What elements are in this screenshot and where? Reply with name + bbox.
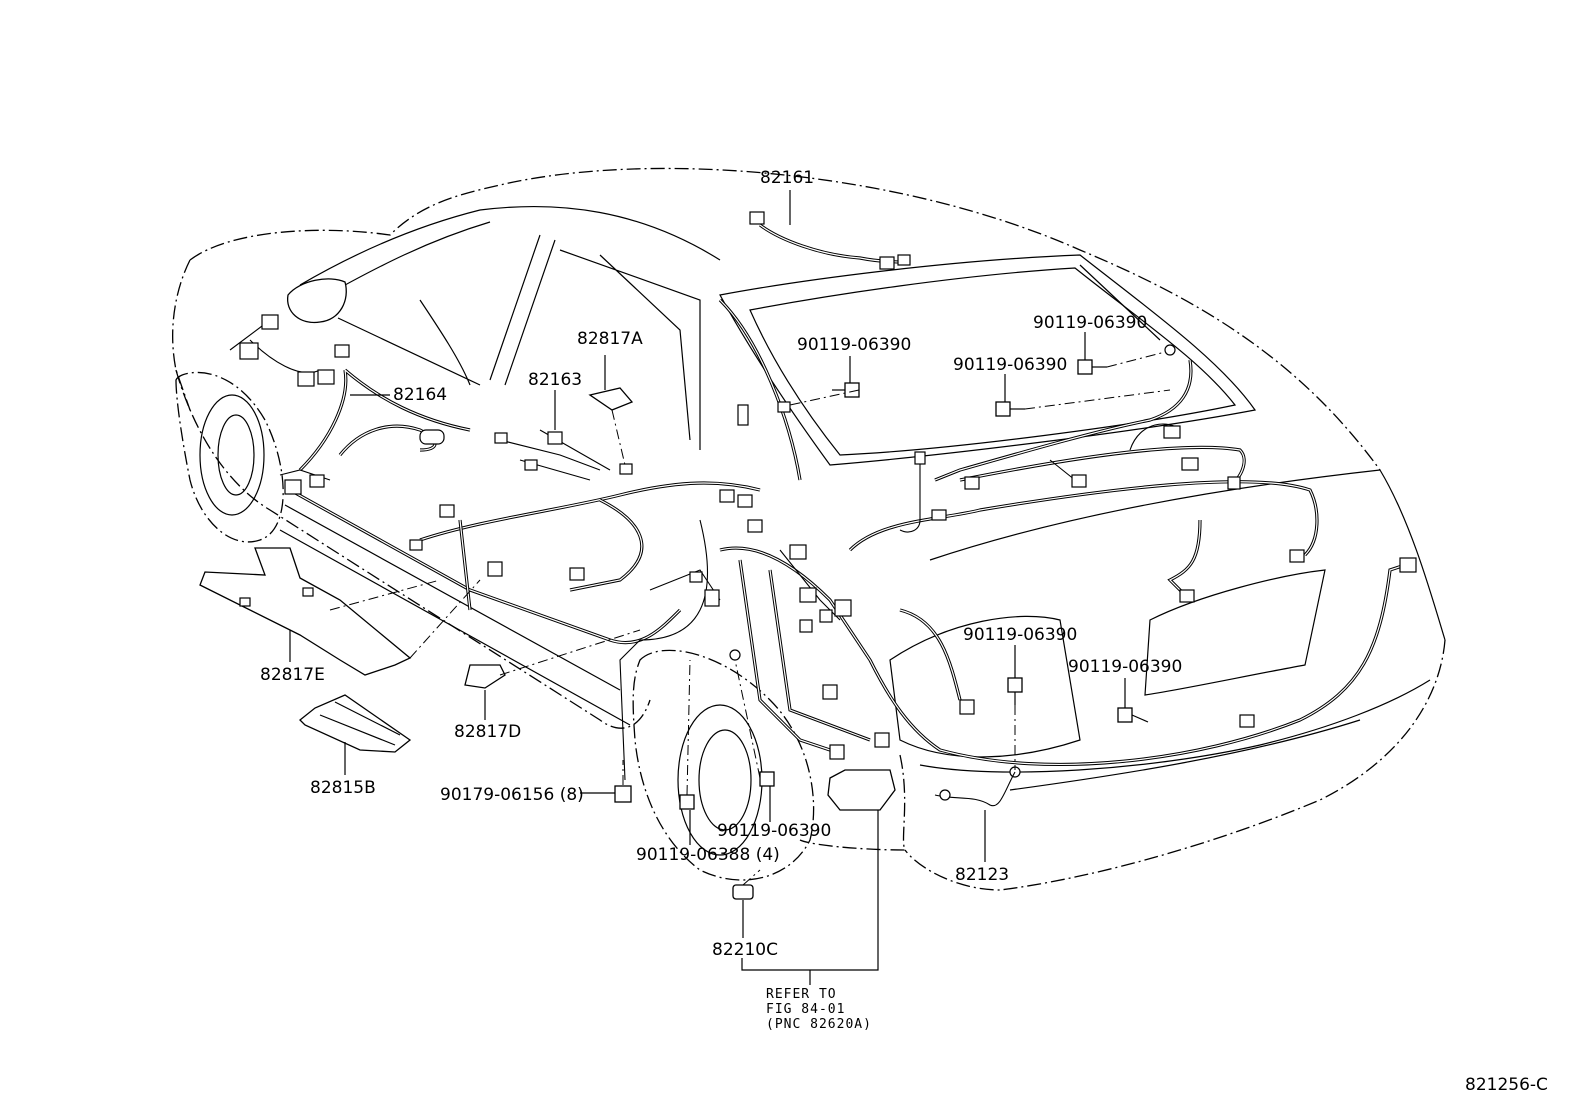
- label-90179-06156: 90179-06156 (8): [440, 785, 584, 805]
- label-90119-06390-roof-right: 90119-06390: [1033, 313, 1147, 333]
- refer-note-line1: REFER TO: [766, 987, 837, 1002]
- part-82817D-clip: [464, 664, 506, 689]
- roof-harness: [718, 223, 1246, 533]
- part-82815B-bracket: [299, 694, 412, 753]
- label-90119-06388: 90119-06388 (4): [636, 845, 780, 865]
- figure-id: 821256-C: [1465, 1075, 1548, 1095]
- car-body-outline: [172, 167, 1446, 891]
- part-labels: 82161 82817A 82163 82164 82817E 82815B 8…: [260, 168, 1182, 960]
- connectors: [239, 211, 1417, 778]
- label-82164: 82164: [393, 385, 447, 405]
- rear-harness: [619, 480, 1406, 781]
- label-82817A: 82817A: [577, 329, 643, 349]
- part-82817E-bracket: [199, 547, 412, 676]
- refer-note-line2: FIG 84-01: [766, 1002, 845, 1017]
- leader-lines: [289, 190, 1161, 985]
- label-82817D: 82817D: [454, 722, 521, 742]
- label-90119-06390-bumper: 90119-06390: [1068, 657, 1182, 677]
- label-82817E: 82817E: [260, 665, 325, 685]
- label-82161: 82161: [760, 168, 814, 188]
- label-90119-06390-roof-left: 90119-06390: [797, 335, 911, 355]
- label-82210C: 82210C: [712, 940, 778, 960]
- label-82163: 82163: [528, 370, 582, 390]
- label-82123: 82123: [955, 865, 1009, 885]
- refer-note-line3: (PNC 82620A): [766, 1017, 872, 1032]
- refer-note: REFER TO FIG 84-01 (PNC 82620A): [766, 987, 872, 1032]
- label-90119-06390-tail: 90119-06390: [963, 625, 1077, 645]
- label-90119-06390-roof-mid: 90119-06390: [953, 355, 1067, 375]
- part-82817A-clip: [588, 387, 634, 411]
- assembly-lines: [329, 351, 1171, 886]
- label-82815B: 82815B: [310, 778, 376, 798]
- front-wheel: [175, 371, 284, 543]
- door-harness: [279, 424, 437, 481]
- label-90119-06390-wheel: 90119-06390: [717, 821, 831, 841]
